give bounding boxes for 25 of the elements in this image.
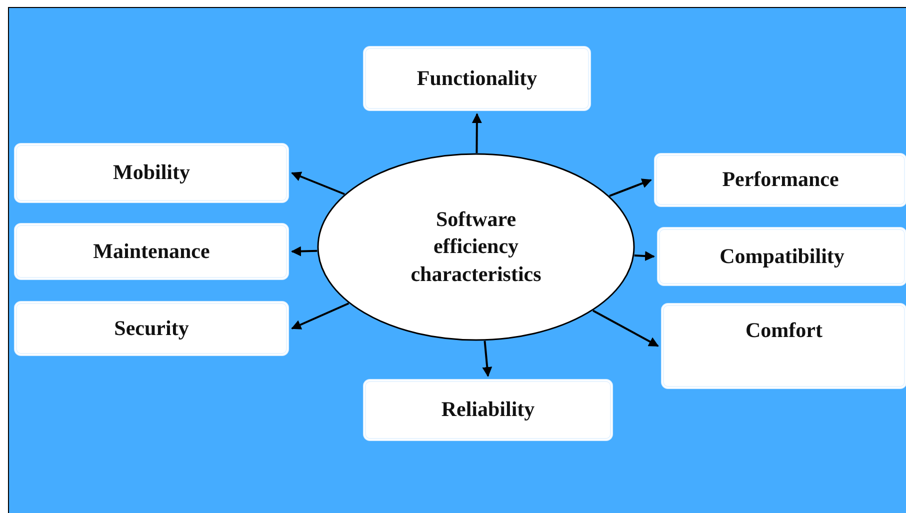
arrow: [634, 251, 655, 262]
characteristic-box: [14, 223, 289, 280]
arrow: [482, 340, 492, 377]
arrow: [472, 113, 482, 154]
characteristic-box: [14, 143, 289, 203]
box-label: Maintenance: [93, 238, 210, 264]
characteristic-box: [654, 153, 906, 207]
box-label: Comfort: [746, 318, 822, 344]
characteristic-box: [661, 303, 906, 389]
oval-label: Software efficiency characteristics: [410, 206, 542, 288]
box-label: Reliability: [441, 397, 535, 423]
box-label: Performance: [722, 167, 839, 193]
arrow: [291, 246, 318, 256]
arrow: [291, 172, 345, 196]
arrow: [609, 178, 652, 197]
arrow: [592, 310, 659, 347]
characteristic-box: [363, 379, 613, 441]
arrow: [291, 302, 350, 330]
box-label: Functionality: [416, 66, 538, 92]
box-label: Mobility: [113, 160, 190, 186]
characteristic-box: [14, 301, 289, 356]
characteristic-box: [657, 227, 906, 286]
box-label: Security: [114, 316, 189, 342]
box-label: Compatibility: [720, 244, 844, 270]
characteristic-box: [363, 46, 591, 111]
